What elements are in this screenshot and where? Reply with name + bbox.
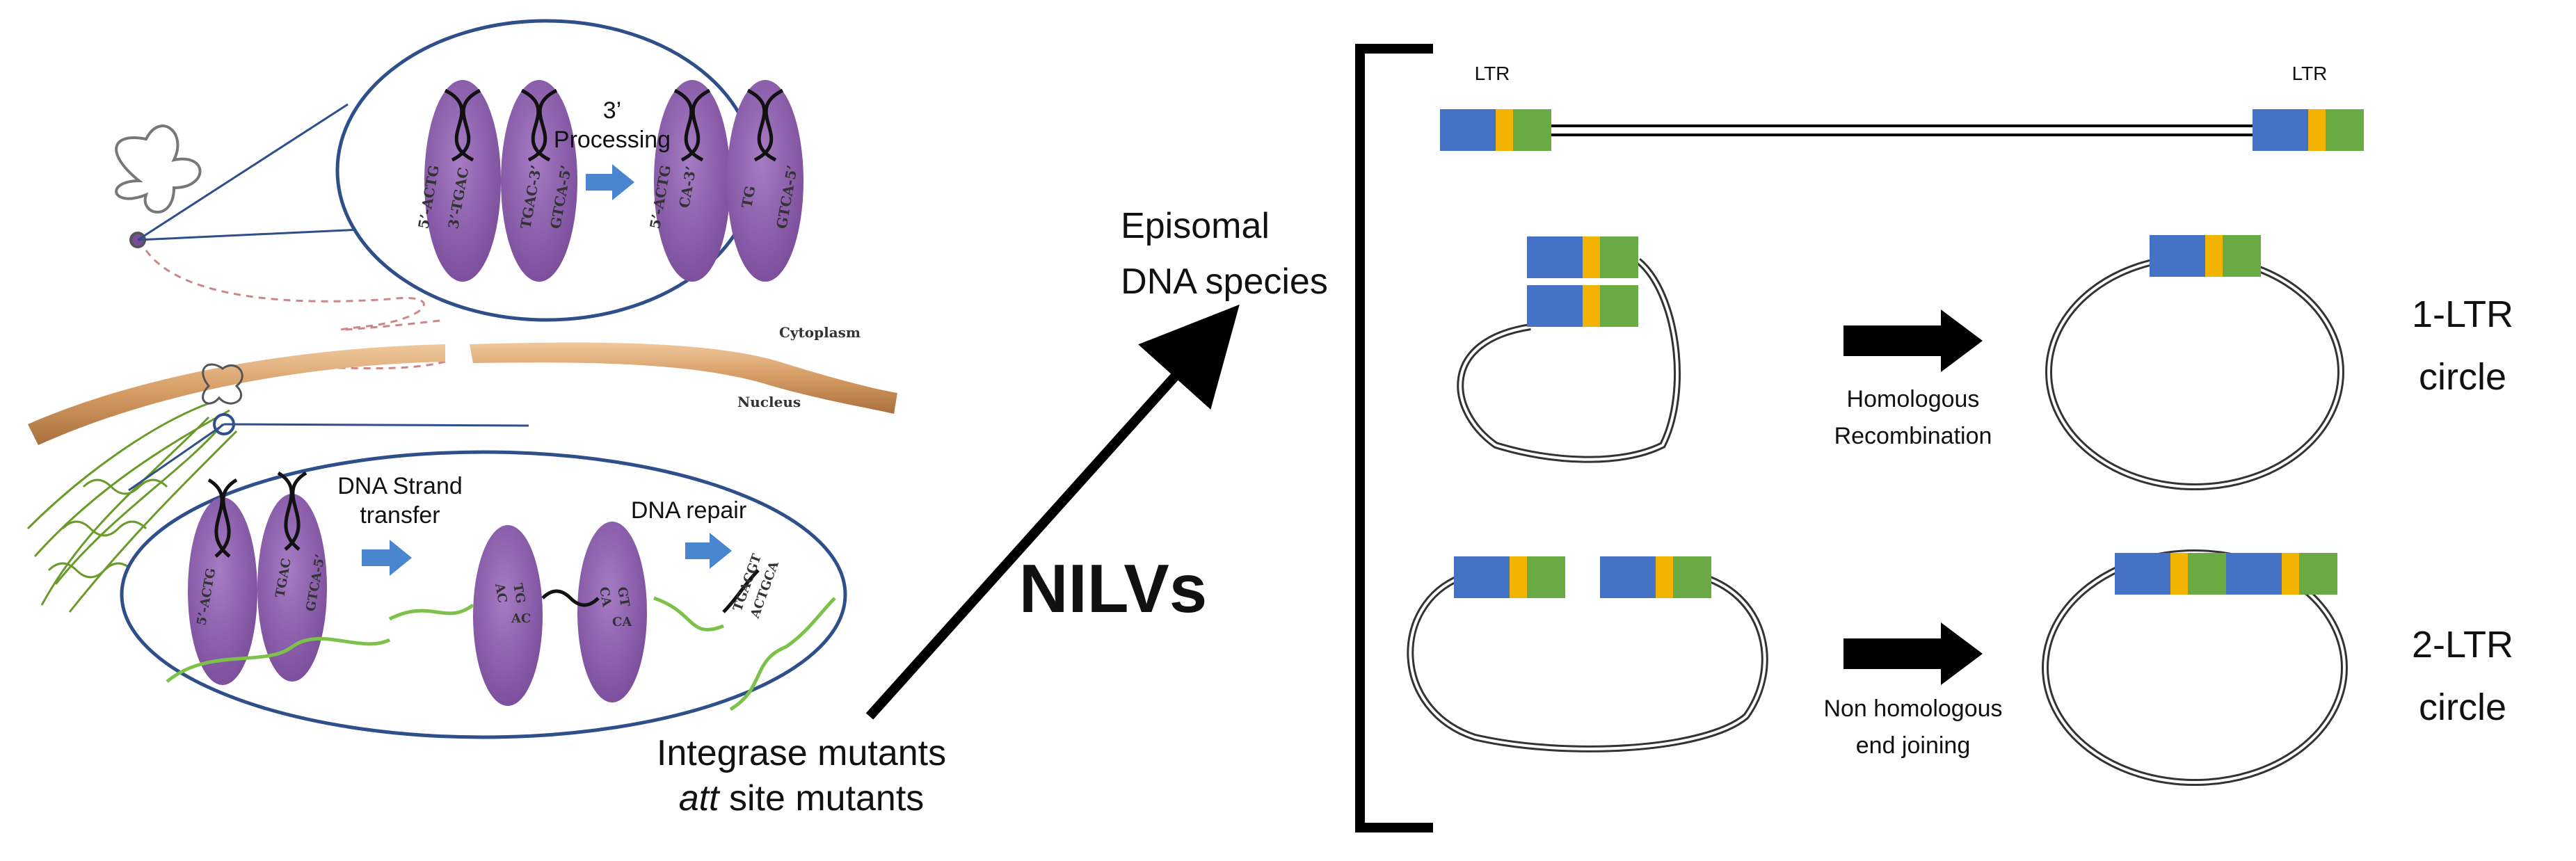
strand-label: CA — [596, 586, 614, 609]
target-line1: Episomal — [1121, 206, 1270, 246]
dna-helix-icon — [444, 88, 784, 162]
zoom-line — [137, 228, 362, 241]
nilvs-label: NILVs — [1019, 550, 1207, 627]
integrase-oval — [577, 522, 647, 702]
hr-arrow-icon — [1843, 309, 1983, 372]
strand-label: TG — [510, 582, 528, 604]
blue-arrow-icon — [586, 164, 634, 200]
import-path — [145, 250, 446, 331]
ltr-block — [1454, 556, 1565, 598]
nilv-arrow — [865, 304, 1240, 720]
nhej-arrow-icon — [1843, 622, 1983, 685]
two-ltr-label-line2: circle — [2419, 686, 2506, 728]
two-ltr-label-line1: 2-LTR — [2412, 624, 2513, 666]
one-ltr-label-line2: circle — [2419, 356, 2506, 398]
target-line2: DNA species — [1121, 261, 1328, 302]
nucleus-label: Nucleus — [737, 394, 801, 410]
viral-rna-icon — [115, 124, 202, 248]
cytoplasm-label: Cytoplasm — [779, 324, 861, 341]
processing-label-line1: 3’ — [603, 97, 621, 124]
zoom-line — [137, 103, 349, 241]
strand-label: TG — [738, 184, 758, 209]
repair-label: DNA repair — [631, 497, 746, 524]
nuclear-membrane — [28, 344, 445, 445]
one-ltr-label-line1: 1-LTR — [2412, 293, 2513, 335]
ltr-block — [1527, 236, 1638, 278]
integrase-oval — [257, 494, 327, 682]
integrase-oval — [473, 525, 543, 706]
nhej-intermediate — [1407, 556, 1768, 753]
one-ltr-circle — [2045, 235, 2344, 490]
ltr-block — [1527, 285, 1638, 327]
hr-intermediate — [1457, 236, 1681, 463]
strand-label: GT — [614, 586, 632, 609]
ltr-block — [1600, 556, 1711, 598]
blue-arrow-icon — [362, 540, 412, 576]
strand-label: CA — [612, 615, 632, 629]
hr-label-line2: Recombination — [1834, 423, 1992, 449]
center-panel: NILVs Integrase mutants att site mutants… — [657, 206, 1328, 819]
zoom-line — [128, 423, 225, 492]
linear-genome: LTR LTR — [1440, 63, 2364, 151]
processing-label-line2: Processing — [554, 127, 671, 153]
source-line1: Integrase mutants — [657, 733, 946, 773]
nhej-label-line2: end joining — [1856, 732, 1970, 759]
strand-transfer-label-line1: DNA Strand — [337, 473, 463, 499]
integration-callout: 5’-ACTG TGAC GTCA-5’ AC TG AC CA GT CA T… — [120, 450, 847, 739]
two-ltr-circle — [2042, 549, 2348, 786]
nuclear-membrane — [470, 342, 897, 414]
integrase-oval — [188, 497, 257, 685]
left-panel: 5’-ACTG 3’-TGAC TGAC-3’ GTCA-5’ 5’-ACTG … — [26, 19, 897, 739]
blue-arrow-icon — [685, 533, 732, 569]
integrase-oval — [501, 80, 577, 282]
strand-transfer-label-line2: transfer — [360, 502, 440, 529]
dna-helix-icon — [207, 471, 760, 613]
integrase-oval — [727, 80, 803, 282]
ltr-label-right: LTR — [2292, 63, 2328, 84]
integrase-oval — [654, 80, 730, 282]
ltr-label-left: LTR — [1475, 63, 1510, 84]
source-line2: att site mutants — [679, 778, 925, 819]
target-dna-icon — [166, 596, 836, 711]
strand-label: AC — [511, 611, 531, 626]
right-panel: LTR LTR Homologous Recombination — [1355, 44, 2513, 832]
processing-callout: 5’-ACTG 3’-TGAC TGAC-3’ GTCA-5’ 5’-ACTG … — [335, 19, 803, 322]
hr-label-line1: Homologous — [1847, 386, 1980, 412]
zoom-line — [223, 423, 529, 427]
ltr-block — [1440, 109, 1551, 151]
nhej-label-line1: Non homologous — [1823, 695, 2002, 722]
integrase-oval — [424, 80, 501, 282]
bracket — [1355, 44, 1433, 832]
ltr-block — [2253, 109, 2364, 151]
strand-label: AC — [492, 581, 510, 604]
